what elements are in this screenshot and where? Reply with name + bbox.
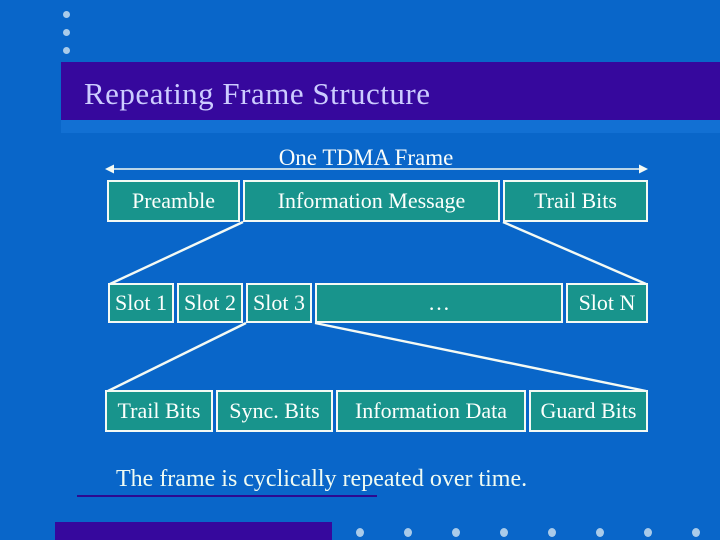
frame-box-trail-bits: Trail Bits: [503, 180, 648, 222]
title-bar-accent-band: [61, 120, 720, 133]
bullet-dot-icon: [548, 528, 556, 537]
bottom-accent-bar: [55, 522, 332, 540]
bullet-dot-icon: [63, 29, 70, 36]
bullet-dot-icon: [63, 11, 70, 18]
expand-line-right-2: [314, 321, 647, 393]
bullet-dot-icon: [452, 528, 460, 537]
slot-box-1: Slot 1: [108, 283, 174, 323]
slide-title: Repeating Frame Structure: [84, 76, 431, 111]
detail-box-guard-bits: Guard Bits: [529, 390, 648, 432]
frame-box-preamble: Preamble: [107, 180, 240, 222]
top-bullet-dots: [63, 11, 70, 54]
frame-row-top: Preamble Information Message Trail Bits: [107, 180, 648, 222]
thin-accent-line: [77, 495, 377, 497]
detail-box-information-data: Information Data: [336, 390, 526, 432]
expand-line-left-2: [107, 321, 247, 393]
detail-box-sync-bits: Sync. Bits: [216, 390, 333, 432]
bullet-dot-icon: [63, 47, 70, 54]
tdma-frame-span-label: One TDMA Frame: [278, 145, 454, 170]
slot-box-ellipsis: …: [315, 283, 563, 323]
slot-box-3: Slot 3: [246, 283, 312, 323]
detail-box-trail-bits: Trail Bits: [105, 390, 213, 432]
bullet-dot-icon: [692, 528, 700, 537]
frame-row-slots: Slot 1 Slot 2 Slot 3 … Slot N: [108, 283, 648, 323]
slot-box-n: Slot N: [566, 283, 648, 323]
slide-caption: The frame is cyclically repeated over ti…: [116, 466, 528, 492]
span-arrow-right-head-icon: [639, 164, 648, 174]
bullet-dot-icon: [404, 528, 412, 537]
frame-box-information-message: Information Message: [243, 180, 500, 222]
title-bar: Repeating Frame Structure: [61, 62, 720, 120]
expand-line-right-1: [502, 220, 647, 286]
frame-row-detail: Trail Bits Sync. Bits Information Data G…: [105, 390, 648, 432]
bullet-dot-icon: [596, 528, 604, 537]
expand-line-left-1: [109, 220, 244, 286]
bullet-dot-icon: [500, 528, 508, 537]
slot-box-2: Slot 2: [177, 283, 243, 323]
bullet-dot-icon: [644, 528, 652, 537]
bullet-dot-icon: [356, 528, 364, 537]
bottom-bullet-dots: [356, 528, 706, 537]
